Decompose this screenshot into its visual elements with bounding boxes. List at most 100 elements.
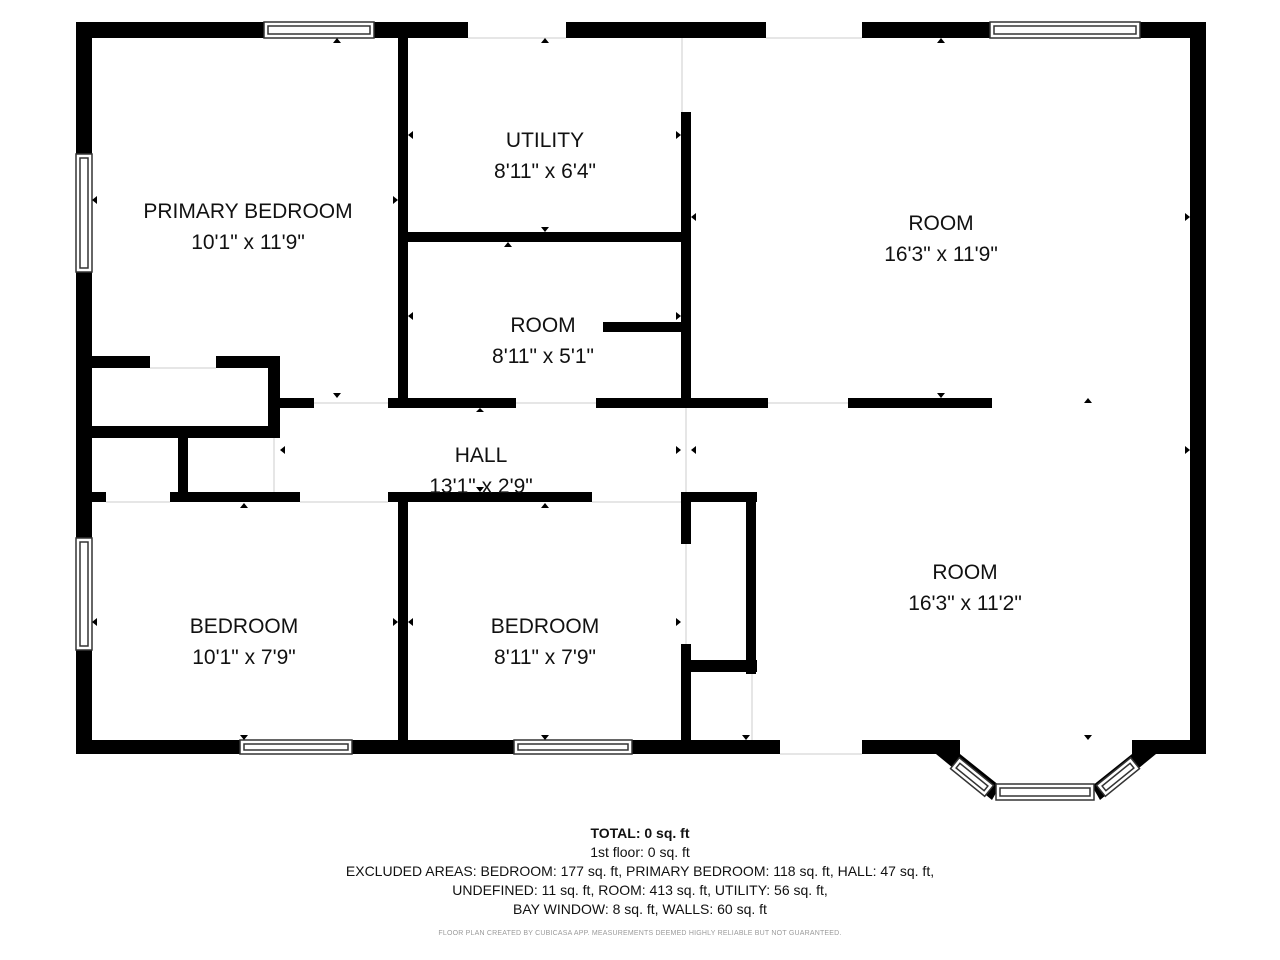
- tick: [240, 735, 248, 740]
- wall-hall-top-3: [848, 398, 992, 408]
- window-top-1: [263, 21, 375, 39]
- window-bay-right: [1095, 756, 1141, 798]
- tick: [92, 618, 97, 626]
- tick: [691, 213, 696, 221]
- room-dims-bedroom-middle: 8'11" x 7'9": [494, 646, 596, 669]
- tick: [691, 446, 696, 454]
- outer-wall-bottom-3: [632, 740, 780, 754]
- excluded-areas-line-3: BAY WINDOW: 8 sq. ft, WALLS: 60 sq. ft: [513, 901, 767, 917]
- room-name-room-lower-right: ROOM: [932, 561, 997, 584]
- room-name-primary-bedroom: PRIMARY BEDROOM: [143, 200, 352, 223]
- wall-utility-bottom: [408, 232, 690, 242]
- tick: [476, 487, 484, 492]
- wall-hall-top-1: [388, 398, 516, 408]
- room-dims-bedroom-left: 10'1" x 7'9": [192, 646, 296, 669]
- area-summary: TOTAL: 0 sq. ft 1st floor: 0 sq. ft EXCL…: [0, 824, 1280, 919]
- tick: [393, 618, 398, 626]
- tick: [541, 735, 549, 740]
- excluded-areas-line-2: UNDEFINED: 11 sq. ft, ROOM: 413 sq. ft, …: [452, 882, 828, 898]
- room-name-utility: UTILITY: [506, 129, 584, 152]
- tick: [676, 446, 681, 454]
- wall-closet2-top: [691, 492, 757, 502]
- room-dims-room-center: 8'11" x 5'1": [492, 345, 594, 368]
- tick: [676, 312, 681, 320]
- tick: [92, 196, 97, 204]
- tick: [937, 393, 945, 398]
- window-left-2: [75, 537, 93, 651]
- window-bay-left: [949, 756, 995, 798]
- outer-wall-bottom-5: [1132, 740, 1206, 754]
- tick: [280, 446, 285, 454]
- outer-wall-left-2: [76, 272, 92, 538]
- tick: [937, 38, 945, 43]
- room-dims-room-upper-right: 16'3" x 11'9": [884, 243, 998, 266]
- tick: [1084, 735, 1092, 740]
- tick: [676, 131, 681, 139]
- window-bottom-1: [239, 739, 353, 755]
- outer-wall-top-4: [862, 22, 990, 38]
- tick: [676, 618, 681, 626]
- wall-room-stub: [603, 322, 683, 332]
- tick: [333, 393, 341, 398]
- tick: [408, 618, 413, 626]
- outer-wall-top-1: [76, 22, 264, 38]
- tick: [393, 196, 398, 204]
- room-name-room-center: ROOM: [510, 314, 575, 337]
- measure-ticks: [92, 38, 1190, 740]
- room-dims-room-lower-right: 16'3" x 11'2": [908, 592, 1022, 615]
- wall-primary-right: [398, 38, 408, 408]
- wall-bedroom-right-1: [681, 492, 691, 544]
- wall-hall-bottom-3: [388, 492, 592, 502]
- outer-wall-bottom-1: [76, 740, 240, 754]
- outer-wall-right: [1190, 22, 1206, 754]
- window-left-1: [75, 153, 93, 273]
- tick: [1185, 446, 1190, 454]
- room-name-room-upper-right: ROOM: [908, 212, 973, 235]
- wall-utility-right: [681, 112, 691, 408]
- wall-hall-bottom-1: [92, 492, 106, 502]
- window-top-2: [989, 21, 1141, 39]
- outer-wall-bottom-2: [352, 740, 514, 754]
- outer-wall-top-5: [1140, 22, 1206, 38]
- outer-wall-top-2: [374, 22, 468, 38]
- room-dims-utility: 8'11" x 6'4": [494, 160, 596, 183]
- tick: [1084, 398, 1092, 403]
- tick: [541, 503, 549, 508]
- tick: [333, 38, 341, 43]
- wall-closet2-right: [746, 492, 756, 674]
- room-name-hall: HALL: [455, 444, 508, 467]
- tick: [408, 131, 413, 139]
- tick: [476, 408, 484, 412]
- floor-area: 1st floor: 0 sq. ft: [590, 844, 690, 860]
- wall-closet-stub: [280, 398, 314, 408]
- openings: [106, 37, 862, 755]
- outer-wall-left-1: [76, 22, 92, 154]
- room-name-bedroom-middle: BEDROOM: [491, 615, 600, 638]
- wall-closet-bottom: [92, 426, 280, 438]
- wall-bedroom-right-2: [681, 644, 691, 740]
- tick: [240, 503, 248, 508]
- room-dims-hall: 13'1" x 2'9": [429, 475, 533, 498]
- wall-closet-top-2: [216, 356, 280, 368]
- windows: [75, 21, 1141, 801]
- tick: [408, 312, 413, 320]
- tick: [541, 38, 549, 43]
- outer-wall-top-3: [566, 22, 766, 38]
- tick: [1185, 213, 1190, 221]
- tick: [742, 735, 750, 740]
- walls: [76, 22, 1206, 800]
- outer-wall-left-3: [76, 650, 92, 754]
- wall-hall-top-2: [596, 398, 768, 408]
- wall-closet2-bottom: [691, 660, 757, 672]
- wall-closet-right: [268, 356, 280, 438]
- room-labels: PRIMARY BEDROOM 10'1" x 11'9" UTILITY 8'…: [143, 129, 1021, 669]
- window-bottom-2: [513, 739, 633, 755]
- tick: [504, 242, 512, 247]
- credit-note: FLOOR PLAN CREATED BY CUBICASA APP. MEAS…: [438, 930, 842, 937]
- window-bay-center: [995, 783, 1095, 801]
- wall-hall-bottom-2: [170, 492, 300, 502]
- tick: [541, 227, 549, 232]
- wall-bedrooms-divider: [398, 502, 408, 740]
- wall-closet-divider: [178, 438, 188, 500]
- wall-closet-top-1: [92, 356, 150, 368]
